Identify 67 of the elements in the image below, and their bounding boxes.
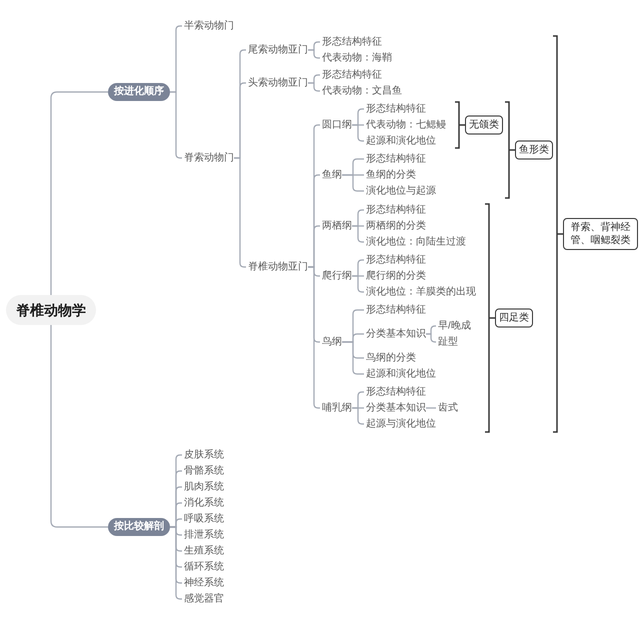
topic-text: 排泄系统 bbox=[182, 528, 224, 542]
topic-text: 代表动物：七鳃鳗 bbox=[364, 118, 446, 132]
topic-text: 起源和演化地位 bbox=[364, 368, 436, 380]
topic-text: 半索动物门 bbox=[182, 20, 234, 32]
topic-text: 脊索动物门 bbox=[182, 152, 234, 164]
topic-text: 形态结构特征 bbox=[364, 204, 426, 216]
topic-text: 鸟纲的分类 bbox=[364, 352, 416, 364]
topic-text: 头索动物亚门 bbox=[246, 76, 308, 90]
topic-text: 鸟纲 bbox=[320, 336, 342, 348]
connector-line bbox=[308, 82, 320, 92]
topic-text: 爬行纲的分类 bbox=[364, 270, 426, 282]
topic-text: 鱼纲 bbox=[320, 168, 342, 182]
topic-text: 起源和演化地位 bbox=[364, 134, 436, 148]
central-topic: 脊椎动物学 bbox=[6, 295, 96, 325]
topic-text: 起源与演化地位 bbox=[364, 418, 436, 430]
connector-line bbox=[426, 333, 436, 343]
topic-text: 代表动物：文昌鱼 bbox=[320, 84, 402, 98]
topic-text: 代表动物：海鞘 bbox=[320, 52, 392, 64]
topic-text: 骨骼系统 bbox=[182, 464, 224, 478]
topic-text: 爬行纲 bbox=[320, 270, 352, 282]
topic-text: 齿式 bbox=[436, 402, 458, 414]
topic-text: 尾索动物亚门 bbox=[246, 44, 308, 56]
connector-line bbox=[170, 526, 182, 600]
topic-text: 呼吸系统 bbox=[182, 512, 224, 526]
topic-text: 循环系统 bbox=[182, 560, 224, 574]
topic-text: 形态结构特征 bbox=[320, 68, 382, 82]
topic-text: 分类基本知识 bbox=[364, 402, 426, 414]
topic-text: 脊椎动物亚门 bbox=[246, 260, 308, 274]
topic-text: 演化地位：羊膜类的出现 bbox=[364, 286, 476, 298]
topic-text: 演化地位：向陆生过渡 bbox=[364, 236, 466, 248]
connector-line bbox=[352, 407, 364, 425]
topic-text: 感觉器官 bbox=[182, 592, 224, 606]
topic-text: 两栖纲 bbox=[320, 220, 352, 232]
branch-topic: 按比较解剖 bbox=[108, 518, 170, 536]
connector-line bbox=[352, 225, 364, 243]
connector-line bbox=[50, 91, 108, 295]
summary-box: 四足类 bbox=[495, 308, 533, 328]
topic-text: 消化系统 bbox=[182, 496, 224, 510]
connector-line bbox=[426, 407, 436, 409]
summary-box: 脊索、背神经管、咽鳃裂类 bbox=[563, 218, 638, 250]
topic-text: 形态结构特征 bbox=[364, 304, 426, 316]
topic-text: 形态结构特征 bbox=[364, 102, 426, 116]
topic-text: 生殖系统 bbox=[182, 544, 224, 558]
topic-text: 肌肉系统 bbox=[182, 480, 224, 494]
topic-text: 分类基本知识 bbox=[364, 328, 426, 340]
branch-topic: 按进化顺序 bbox=[108, 83, 170, 101]
connector-line bbox=[352, 124, 364, 142]
connector-line bbox=[352, 275, 364, 293]
topic-text: 形态结构特征 bbox=[364, 386, 426, 398]
summary-box: 无颌类 bbox=[465, 116, 503, 134]
topic-text: 皮肤系统 bbox=[182, 448, 224, 462]
topic-text: 形态结构特征 bbox=[364, 152, 426, 166]
topic-text: 形态结构特征 bbox=[364, 254, 426, 266]
connector-line bbox=[342, 174, 364, 192]
connector-line bbox=[50, 325, 108, 528]
topic-text: 哺乳纲 bbox=[320, 402, 352, 414]
topic-text: 趾型 bbox=[436, 336, 458, 348]
topic-text: 形态结构特征 bbox=[320, 36, 382, 48]
topic-text: 圆口纲 bbox=[320, 118, 352, 132]
topic-text: 演化地位与起源 bbox=[364, 184, 436, 198]
topic-text: 神经系统 bbox=[182, 576, 224, 590]
connector-line bbox=[308, 49, 320, 59]
topic-text: 鱼纲的分类 bbox=[364, 168, 416, 182]
topic-text: 早/晚成 bbox=[436, 320, 471, 332]
connector-line bbox=[342, 341, 364, 375]
summary-box: 鱼形类 bbox=[515, 140, 553, 160]
topic-text: 两栖纲的分类 bbox=[364, 220, 426, 232]
